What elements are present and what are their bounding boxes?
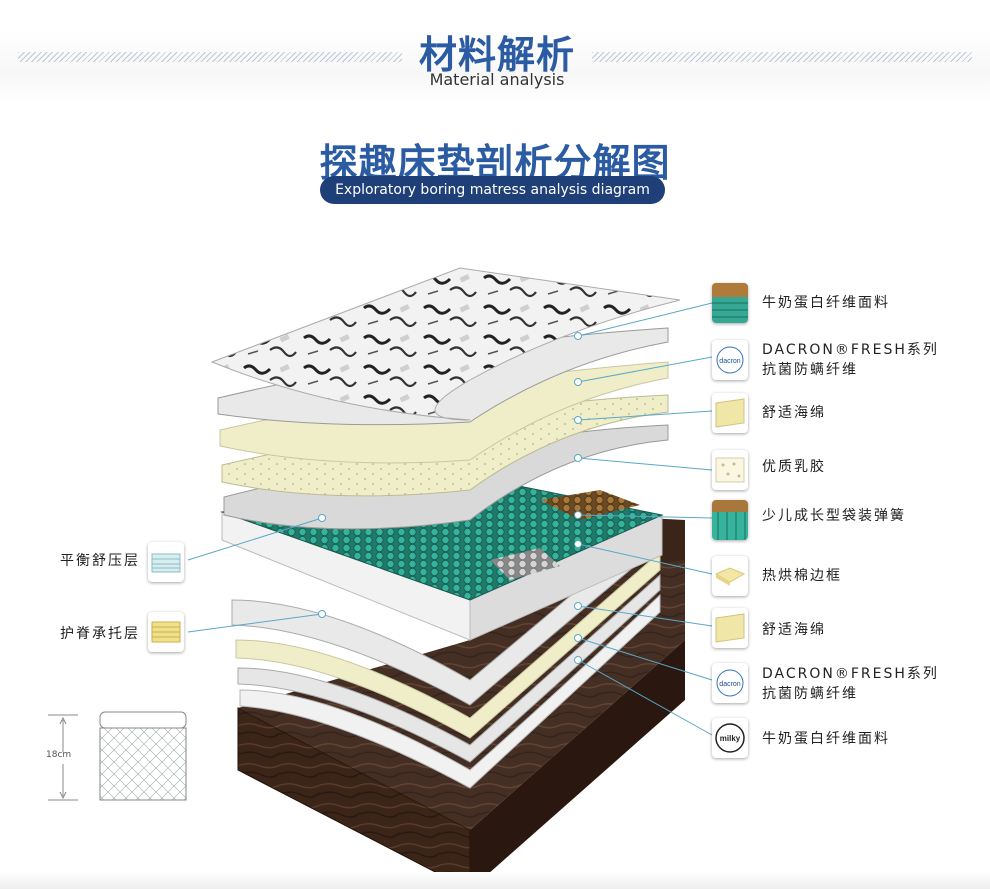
label-foam-top: 舒适海绵 (762, 403, 826, 423)
label-pocket-spring: 少儿成长型袋装弹簧 (762, 506, 906, 526)
dacron-logo-text: dacron (719, 358, 741, 365)
foam-icon (712, 393, 748, 433)
label-foam-bottom: 舒适海绵 (762, 620, 826, 640)
label-spine-support: 护脊承托层 (60, 624, 140, 644)
label-cotton-frame: 热烘棉边框 (762, 566, 842, 586)
dacron-logo-text: dacron (719, 681, 741, 688)
footer-band (0, 872, 990, 889)
label-milk-fabric-top: 牛奶蛋白纤维面料 (762, 293, 890, 313)
dacron-logo-icon: dacron (712, 340, 748, 380)
label-latex: 优质乳胶 (762, 457, 826, 477)
fabric-swatch-icon (712, 283, 748, 323)
pocket-spring-icon (712, 500, 748, 540)
dimension-height-label: 18cm (46, 745, 71, 765)
foam-icon (712, 608, 748, 648)
latex-icon (712, 450, 748, 490)
balance-layer-icon (148, 542, 184, 582)
label-balance-layer: 平衡舒压层 (60, 551, 140, 571)
spine-support-icon (148, 612, 184, 652)
dacron-logo-icon: dacron (712, 663, 748, 703)
milky-logo-icon: milky (712, 718, 748, 758)
label-milk-fabric-bottom: 牛奶蛋白纤维面料 (762, 729, 890, 749)
label-dacron-bottom: DACRON®FRESH系列 抗菌防螨纤维 (762, 664, 939, 704)
cotton-frame-icon (712, 556, 748, 596)
milky-logo-text: milky (720, 734, 741, 743)
label-dacron-top: DACRON®FRESH系列 抗菌防螨纤维 (762, 340, 939, 380)
